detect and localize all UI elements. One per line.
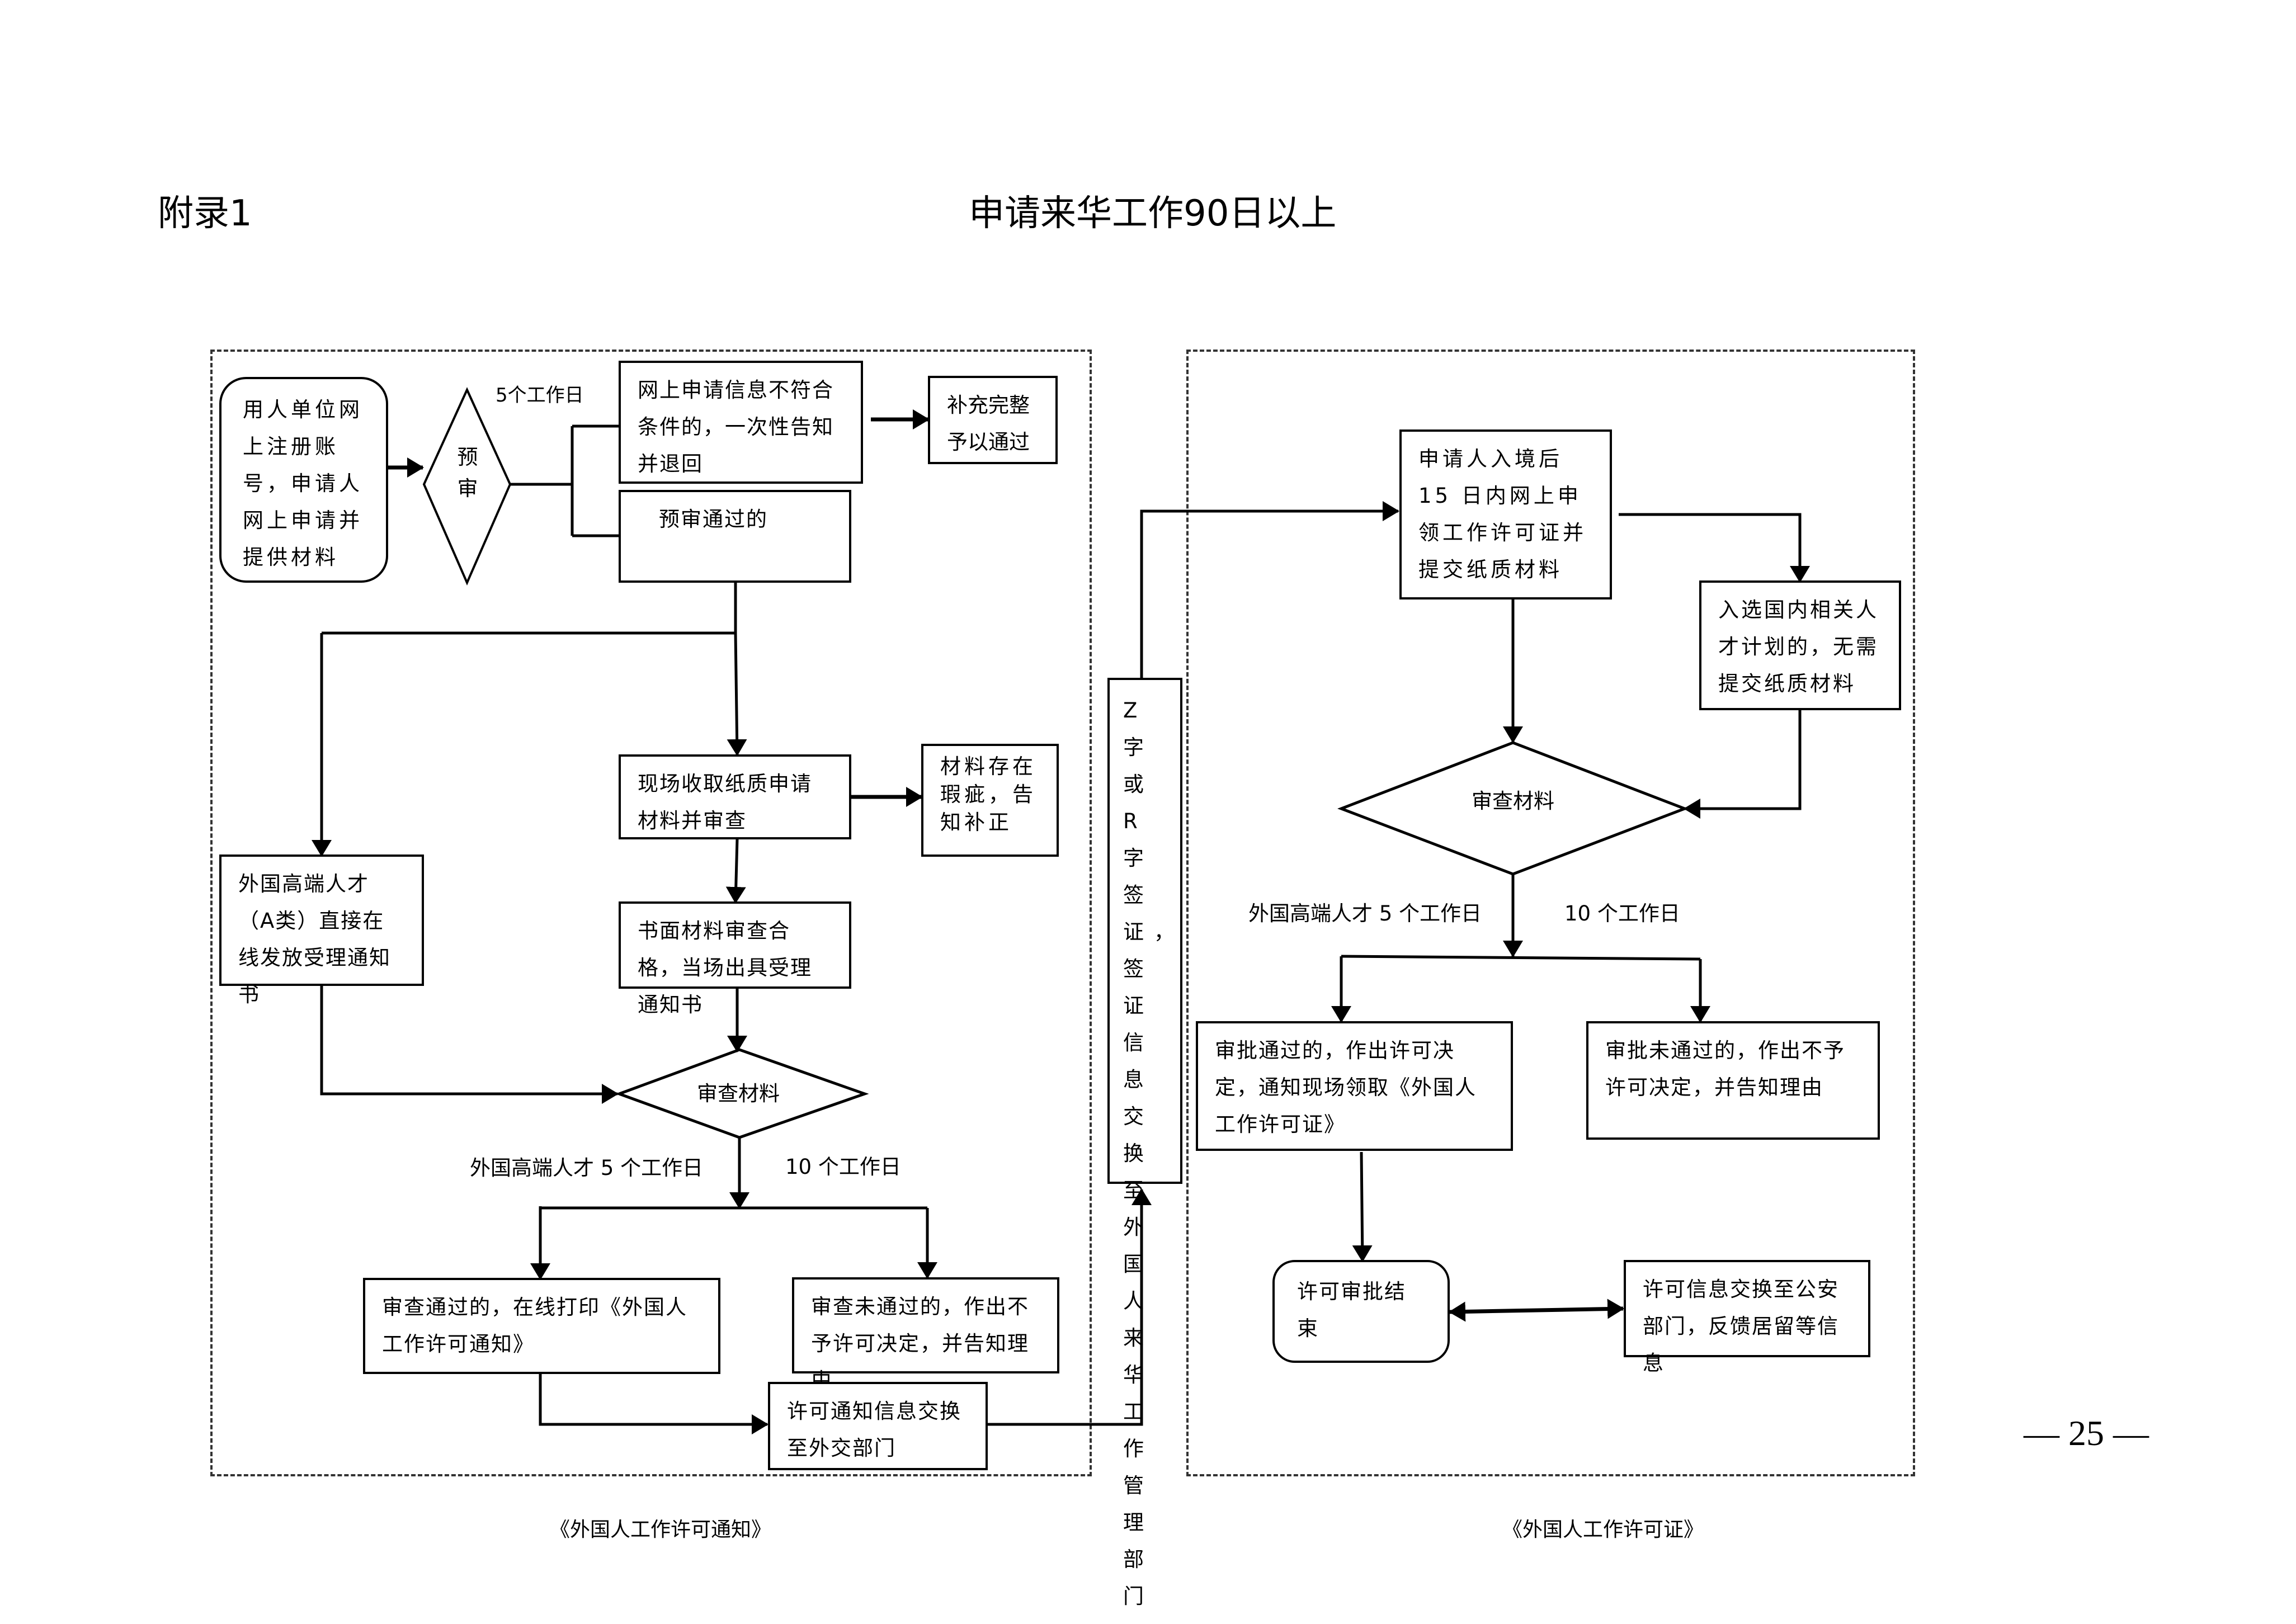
denied-left-node: 审查未通过的，作出不予许可决定，并告知理由 bbox=[792, 1277, 1059, 1392]
days-normal-left: 10 个工作日 bbox=[785, 1155, 901, 1179]
talent-program-node: 入选国内相关人才计划的，无需提交纸质材料 bbox=[1699, 580, 1901, 710]
exchange-foreign-affairs-node: 许可通知信息交换至外交部门 bbox=[768, 1382, 988, 1470]
supplement-node: 补充完整予以通过 bbox=[928, 376, 1058, 464]
accepted-node: 书面材料审查合格，当场出具受理通知书 bbox=[619, 901, 851, 1017]
days-high-end-right: 外国高端人才 5 个工作日 bbox=[1248, 901, 1482, 926]
rejected-node: 网上申请信息不符合条件的，一次性告知并退回 bbox=[619, 361, 863, 484]
review-left-label: 审查材料 bbox=[697, 1082, 780, 1106]
visa-node: Z 字或 R 字签证，签证信息交换至外国人来华工作管理部门 bbox=[1107, 678, 1182, 1608]
review-right-label: 审查材料 bbox=[1472, 789, 1554, 813]
days-normal-right: 10 个工作日 bbox=[1564, 901, 1680, 926]
pre-review-label: 预审 bbox=[457, 445, 478, 501]
right-caption: 《外国人工作许可证》 bbox=[1502, 1518, 1704, 1541]
left-section-frame bbox=[210, 350, 1092, 1476]
exchange-public-security-node: 许可信息交换至公安部门，反馈居留等信息 bbox=[1624, 1260, 1870, 1375]
left-caption: 《外国人工作许可通知》 bbox=[550, 1518, 772, 1541]
approved-right-node: 审批通过的，作出许可决定，通知现场领取《外国人工作许可证》 bbox=[1196, 1021, 1513, 1151]
right-section-frame bbox=[1186, 350, 1915, 1476]
apply-permit-node: 申请人入境后 15 日内网上申领工作许可证并提交纸质材料 bbox=[1399, 429, 1612, 599]
page-number: — 25 — bbox=[2024, 1413, 2149, 1453]
end-node: 许可审批结束 bbox=[1272, 1260, 1450, 1363]
page-title: 申请来华工作90日以上 bbox=[969, 193, 1337, 234]
denied-right-node: 审批未通过的，作出不予许可决定，并告知理由 bbox=[1586, 1021, 1880, 1140]
class-a-node: 外国高端人才（A类）直接在线发放受理通知书 bbox=[219, 855, 424, 1007]
pre-review-days-label: 5个工作日 bbox=[496, 384, 584, 407]
appendix-label: 附录1 bbox=[158, 193, 252, 234]
defect-node: 材料存在瑕疵，告知补正 bbox=[921, 744, 1059, 857]
start-node: 用人单位网上注册账号，申请人网上申请并提供材料 bbox=[219, 377, 388, 583]
days-high-end-left: 外国高端人才 5 个工作日 bbox=[470, 1156, 704, 1180]
collect-paper-node: 现场收取纸质申请材料并审查 bbox=[619, 754, 851, 839]
approved-left-node: 审查通过的，在线打印《外国人工作许可通知》 bbox=[363, 1278, 720, 1374]
pre-review-passed-node: 预审通过的 bbox=[619, 490, 851, 583]
